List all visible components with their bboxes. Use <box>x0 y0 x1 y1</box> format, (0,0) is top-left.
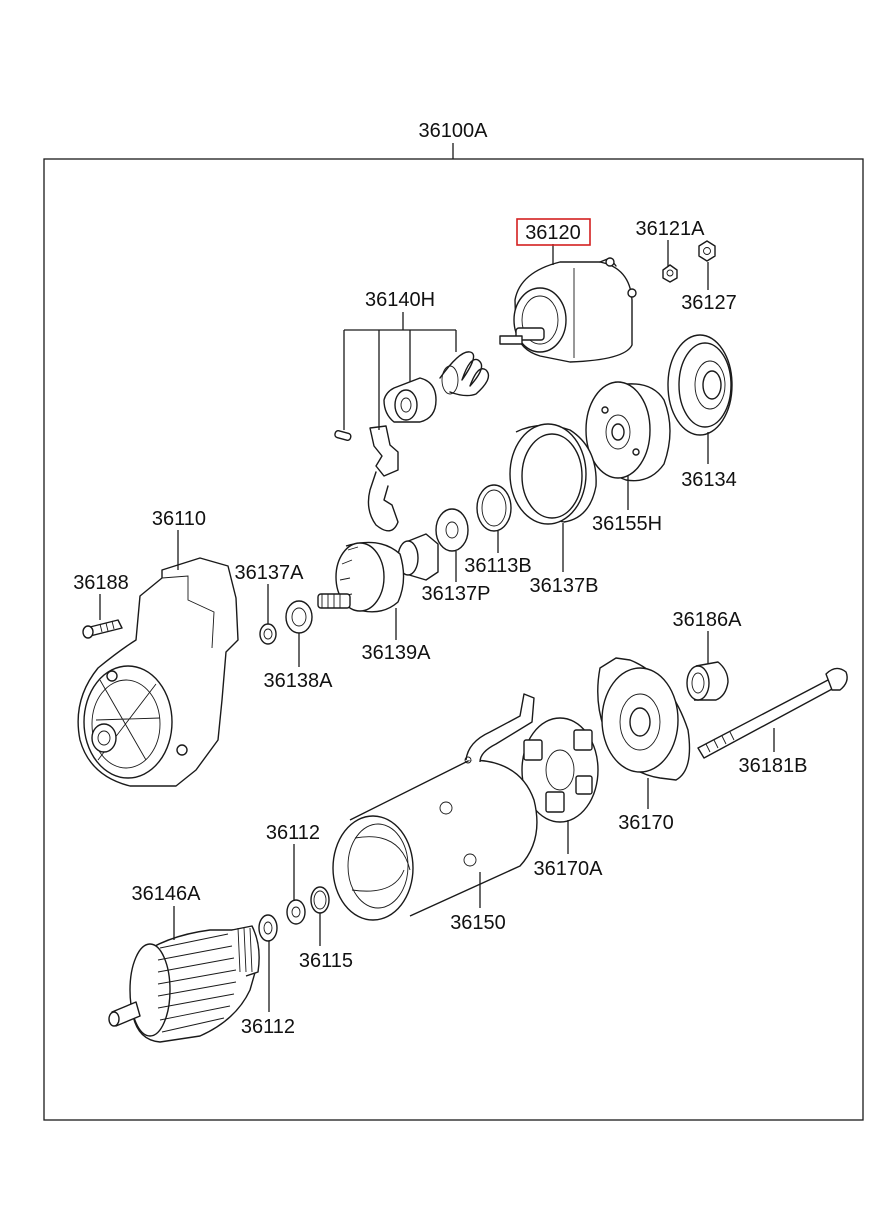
part-label-36146A[interactable]: 36146A <box>132 883 202 905</box>
part-label-36137A[interactable]: 36137A <box>235 562 305 584</box>
rear-cover-drawing[interactable] <box>667 334 733 436</box>
front-bracket-drawing[interactable] <box>77 557 239 787</box>
ring-drawing[interactable] <box>310 886 330 914</box>
part-label-36139A[interactable]: 36139A <box>362 642 432 664</box>
part-label-36115[interactable]: 36115 <box>299 950 353 972</box>
part-label-36186A[interactable]: 36186A <box>673 609 743 631</box>
rear-bracket-drawing[interactable] <box>597 657 691 781</box>
part-label-36170[interactable]: 36170 <box>618 812 674 834</box>
assembly-label[interactable]: 36100A <box>419 120 489 142</box>
part-label-36134[interactable]: 36134 <box>681 469 737 491</box>
armature-drawing[interactable] <box>108 925 260 1043</box>
part-label-36113B[interactable]: 36113B <box>464 555 531 577</box>
leader-lines <box>99 240 775 1012</box>
solenoid-drawing[interactable] <box>499 257 637 363</box>
part-label-36188[interactable]: 36188 <box>73 572 129 594</box>
part-label-36112-top[interactable]: 36112 <box>266 822 320 844</box>
part-label-36150[interactable]: 36150 <box>450 912 506 934</box>
part-label-36138A[interactable]: 36138A <box>264 670 334 692</box>
rear-bush-drawing[interactable] <box>686 661 729 701</box>
spacer-drawing[interactable] <box>259 623 277 645</box>
brush-holder-drawing[interactable] <box>521 717 599 823</box>
washer-drawing[interactable] <box>435 508 469 552</box>
through-bolt-drawing[interactable] <box>697 667 848 759</box>
lever-kit-drawing[interactable] <box>334 351 490 532</box>
part-label-36137B[interactable]: 36137B <box>530 575 599 597</box>
yoke-assembly-drawing[interactable] <box>332 693 538 921</box>
part-label-36137P[interactable]: 36137P <box>422 583 491 605</box>
part-label-36127[interactable]: 36127 <box>681 292 737 314</box>
nut-small-drawing[interactable] <box>662 264 678 283</box>
pinion-clutch-drawing[interactable] <box>317 533 439 613</box>
part-label-36112-bottom[interactable]: 36112 <box>241 1016 295 1038</box>
part-label-36110[interactable]: 36110 <box>152 508 206 530</box>
nut-drawing[interactable] <box>698 240 716 262</box>
washer-lower-drawing[interactable] <box>258 914 278 942</box>
solenoid-housing-drawing[interactable] <box>585 381 671 482</box>
part-label-36181B[interactable]: 36181B <box>739 755 808 777</box>
highlight-box <box>516 218 591 246</box>
part-label-36120[interactable]: 36120 <box>525 222 581 244</box>
yoke-ring-drawing[interactable] <box>509 423 597 525</box>
bushing-drawing[interactable] <box>285 600 313 634</box>
washer-upper-drawing[interactable] <box>286 899 306 925</box>
part-label-36155H[interactable]: 36155H <box>592 513 662 535</box>
snap-ring-drawing[interactable] <box>476 484 512 532</box>
part-label-36140H[interactable]: 36140H <box>365 289 435 311</box>
bolt-drawing[interactable] <box>82 619 123 639</box>
part-label-36170A[interactable]: 36170A <box>534 858 604 880</box>
part-label-36121A[interactable]: 36121A <box>636 218 706 240</box>
